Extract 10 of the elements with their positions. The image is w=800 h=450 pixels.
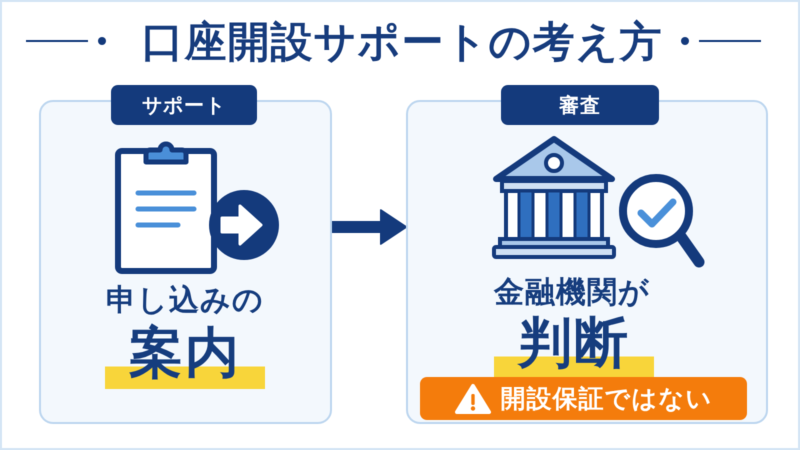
title: 口座開設サポートの考え方	[142, 16, 662, 68]
step-panel	[39, 85, 332, 424]
step-text: 申し込みの	[106, 283, 264, 319]
step-badge: 審査	[501, 85, 659, 125]
warning-banner	[420, 377, 747, 420]
warning-text: 開設保証ではない	[500, 384, 712, 414]
arrow	[332, 209, 407, 245]
step-badge: サポート	[111, 85, 257, 125]
step-panel	[406, 85, 768, 424]
step-text: 金融機関が	[494, 275, 650, 311]
